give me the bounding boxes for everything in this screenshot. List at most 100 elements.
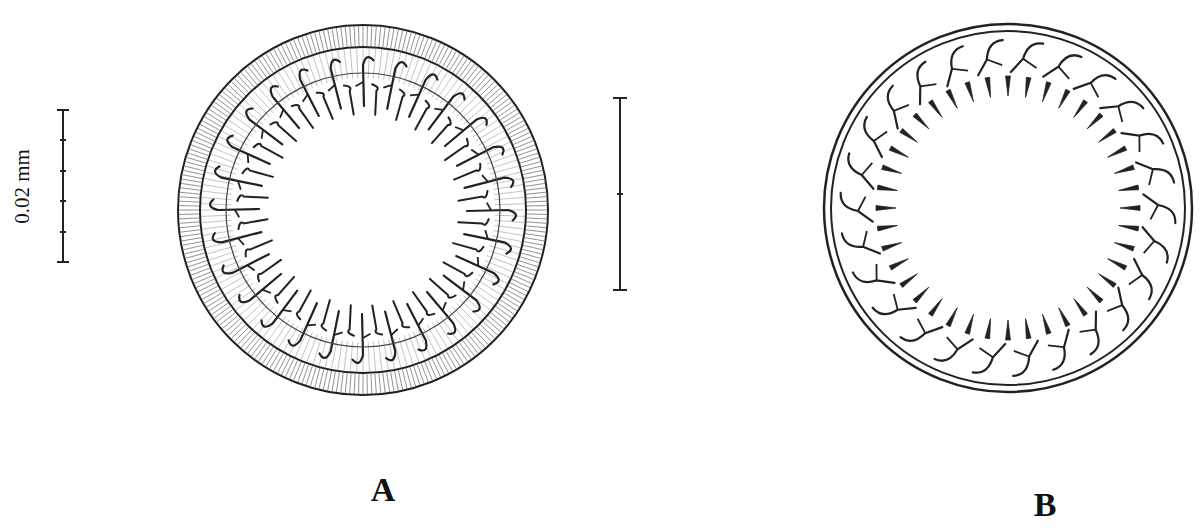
hatching bbox=[478, 78, 492, 92]
drawing-stroke bbox=[482, 175, 488, 181]
hatching bbox=[294, 40, 302, 59]
hatching bbox=[527, 217, 547, 219]
drawing-stroke bbox=[444, 276, 480, 312]
hatching bbox=[483, 322, 498, 336]
drawing-stroke bbox=[952, 69, 968, 71]
drawing-stroke bbox=[987, 60, 1002, 66]
hatching bbox=[345, 27, 347, 47]
drawing-stroke bbox=[308, 324, 317, 326]
hook-band bbox=[226, 73, 500, 347]
hatching bbox=[200, 286, 218, 295]
drawing-stroke bbox=[1100, 102, 1143, 108]
hatching bbox=[193, 272, 212, 280]
hatching bbox=[183, 245, 203, 249]
figure-letter: B bbox=[1034, 488, 1057, 522]
hatching bbox=[194, 275, 212, 283]
hatching bbox=[443, 49, 453, 66]
small-hook bbox=[1115, 165, 1135, 173]
drawing-stroke bbox=[901, 327, 943, 341]
small-hook bbox=[900, 129, 918, 143]
drawing-stroke bbox=[1143, 227, 1168, 263]
hatching bbox=[187, 257, 206, 263]
hatching bbox=[234, 78, 248, 92]
hatching bbox=[472, 333, 485, 348]
hatching bbox=[298, 363, 305, 382]
hatching bbox=[244, 335, 257, 350]
drawing-stroke bbox=[419, 318, 424, 325]
hatching bbox=[182, 242, 202, 246]
drawing-stroke bbox=[1091, 83, 1099, 97]
drawing-stroke bbox=[238, 239, 244, 245]
hatching bbox=[277, 47, 286, 65]
drawing-stroke bbox=[263, 290, 271, 293]
inner-wall bbox=[200, 47, 526, 373]
hatching bbox=[191, 145, 210, 152]
hatching bbox=[182, 175, 202, 179]
hatching bbox=[328, 29, 332, 49]
small-hook bbox=[1026, 77, 1032, 97]
hatching bbox=[510, 128, 528, 137]
drawing-stroke bbox=[863, 231, 867, 247]
hatching bbox=[436, 357, 445, 375]
drawing-stroke bbox=[874, 132, 887, 141]
hatching bbox=[516, 268, 535, 275]
small-hook bbox=[1099, 129, 1117, 143]
hatching bbox=[251, 64, 263, 80]
drawing-stroke bbox=[1149, 169, 1153, 185]
drawing-stroke bbox=[1151, 205, 1159, 219]
hatching bbox=[506, 121, 523, 131]
drawing-stroke bbox=[239, 219, 268, 229]
hatching bbox=[204, 117, 221, 127]
figure-letter: A bbox=[371, 473, 396, 507]
drawing-stroke bbox=[445, 118, 487, 146]
hatching bbox=[523, 170, 543, 174]
drawing-stroke bbox=[467, 210, 516, 221]
hatching bbox=[406, 368, 411, 387]
hatching bbox=[255, 61, 267, 77]
hatching bbox=[358, 26, 359, 46]
hatching bbox=[525, 179, 545, 182]
hatching bbox=[180, 188, 200, 190]
hatching bbox=[450, 54, 461, 71]
hatching bbox=[198, 283, 216, 292]
small-hook bbox=[946, 89, 957, 108]
hatching bbox=[456, 59, 467, 75]
hatching bbox=[525, 234, 545, 237]
hatching bbox=[513, 275, 531, 283]
outer-wall bbox=[178, 25, 548, 395]
small-hook bbox=[1087, 287, 1103, 303]
hatching bbox=[281, 45, 290, 63]
drawing-stroke bbox=[1023, 59, 1036, 68]
drawing-stroke bbox=[920, 84, 936, 86]
hatching bbox=[498, 303, 514, 314]
drawing-stroke bbox=[344, 86, 354, 115]
drawing-stroke bbox=[443, 302, 446, 310]
drawing-stroke bbox=[372, 84, 378, 115]
hatching bbox=[383, 373, 385, 393]
hatching bbox=[456, 345, 467, 361]
drawing-stroke bbox=[894, 105, 909, 111]
drawing-stroke bbox=[271, 86, 299, 128]
hatching bbox=[179, 201, 199, 203]
hatching bbox=[238, 330, 252, 345]
small-hook bbox=[1043, 82, 1051, 102]
hatching bbox=[450, 349, 461, 366]
hatching bbox=[354, 26, 356, 46]
hatching bbox=[185, 162, 204, 167]
hatching bbox=[520, 157, 539, 163]
small-hook bbox=[1074, 100, 1088, 118]
drawing-stroke bbox=[459, 191, 488, 201]
small-hook bbox=[913, 287, 929, 303]
hatching bbox=[358, 374, 359, 394]
drawing-stroke bbox=[456, 256, 498, 284]
hatching bbox=[266, 54, 277, 71]
drawing-stroke bbox=[947, 337, 958, 349]
hatching bbox=[478, 327, 492, 341]
hatching bbox=[350, 374, 351, 394]
hatching bbox=[508, 286, 526, 295]
hatching bbox=[180, 230, 200, 232]
drawing-stroke bbox=[453, 243, 483, 251]
hatching bbox=[258, 345, 269, 361]
hatching bbox=[521, 162, 540, 167]
hatching bbox=[185, 253, 204, 258]
